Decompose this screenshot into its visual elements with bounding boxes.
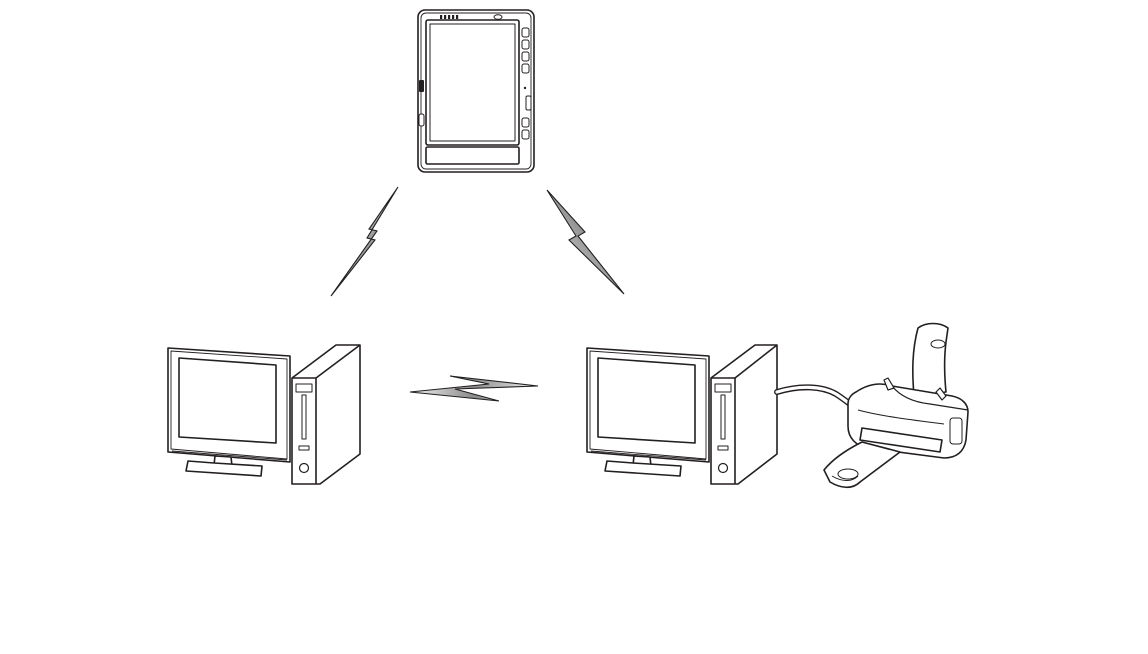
cable-icon [777, 387, 852, 406]
lightning-bolt-icon [331, 187, 398, 296]
desktop-computer-icon [168, 345, 360, 484]
desktop-computer-icon [587, 345, 777, 484]
lightning-bolt-icon [547, 190, 624, 294]
lightning-bolt-icon [410, 376, 538, 401]
tablet-icon [418, 10, 534, 172]
printer-icon [824, 324, 968, 488]
